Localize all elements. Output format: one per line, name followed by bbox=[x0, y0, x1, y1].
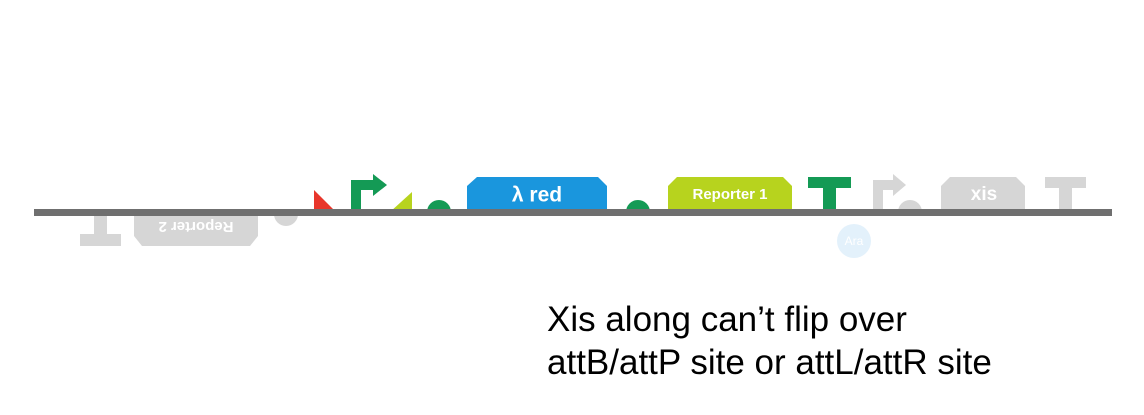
faded-promoter-icon bbox=[873, 174, 906, 212]
xis-label: xis bbox=[971, 184, 997, 205]
reporter1-label: Reporter 1 bbox=[692, 186, 767, 203]
reporter2-block: Reporter 2 bbox=[134, 214, 258, 246]
reverse-terminator-icon bbox=[80, 214, 121, 246]
ara-inducer-icon: Ara bbox=[837, 224, 871, 258]
caption: Xis along can’t flip over attB/attP site… bbox=[547, 298, 992, 384]
caption-line-2: attB/attP site or attL/attR site bbox=[547, 343, 992, 382]
reporter1-block: Reporter 1 bbox=[668, 177, 792, 212]
reporter2-label: Reporter 2 bbox=[158, 218, 233, 235]
lambda-red-label: λ red bbox=[512, 184, 562, 207]
reverse-rbs-icon bbox=[274, 214, 298, 226]
faded-terminator-icon bbox=[1045, 177, 1086, 212]
ara-label: Ara bbox=[845, 234, 864, 248]
promoter-icon bbox=[351, 174, 387, 212]
att-site-red-icon bbox=[314, 190, 336, 212]
att-site-lime-icon bbox=[390, 192, 412, 212]
dna-backbone bbox=[34, 209, 1112, 216]
terminator-icon bbox=[808, 177, 851, 212]
xis-block: xis bbox=[941, 177, 1025, 212]
lambda-red-block: λ red bbox=[467, 177, 607, 212]
caption-line-1: Xis along can’t flip over bbox=[547, 300, 907, 339]
